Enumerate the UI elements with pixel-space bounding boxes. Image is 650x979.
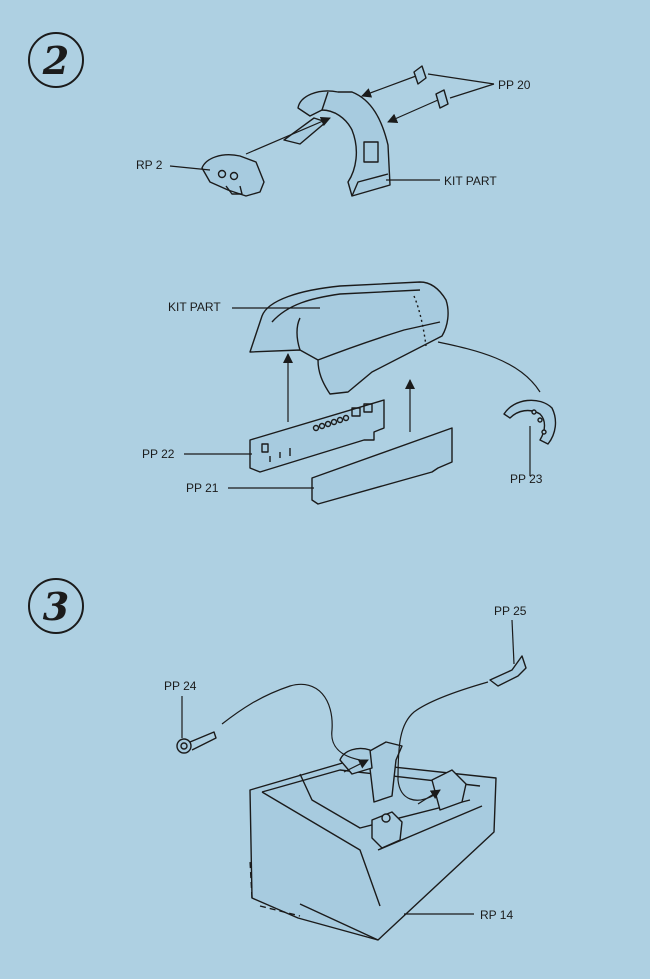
label-pp25: PP 25 [494,604,527,618]
pp21-strip [311,427,453,505]
pp24-part [176,738,192,754]
pp20-part-a [413,65,427,85]
label-kit-part-mid: KIT PART [168,300,221,314]
label-rp14: RP 14 [480,908,514,922]
label-pp23: PP 23 [510,472,543,486]
label-kit-part-top: KIT PART [444,174,497,188]
label-pp22: PP 22 [142,447,175,461]
label-pp24: PP 24 [164,679,197,693]
pp25-part [489,655,527,687]
pp23-ring [503,399,557,445]
label-pp20: PP 20 [498,78,531,92]
step-2-badge: 2 [28,32,84,88]
pp20-part-b [435,89,449,109]
label-rp2: RP 2 [136,158,163,172]
kit-part-hood [249,281,449,395]
step-3-badge: 3 [28,578,84,634]
kit-part-frame [297,90,391,197]
label-pp21: PP 21 [186,481,219,495]
pp22-panel [249,399,385,473]
